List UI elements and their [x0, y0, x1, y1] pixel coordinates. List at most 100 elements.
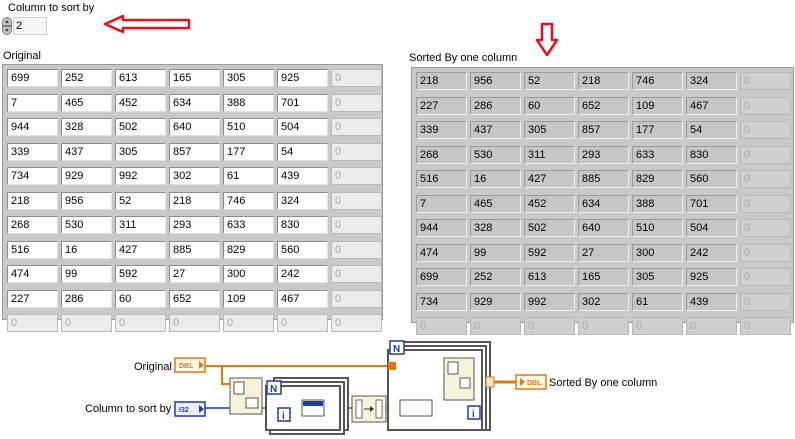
array-cell[interactable]: 613	[115, 69, 166, 87]
array-cell[interactable]: 0	[331, 142, 382, 161]
array-cell[interactable]: 592	[115, 265, 166, 283]
array-cell[interactable]: 652	[578, 96, 629, 115]
array-cell[interactable]: 829	[223, 240, 274, 259]
array-cell[interactable]: 293	[169, 216, 220, 234]
array-cell[interactable]: 0	[331, 167, 382, 185]
array-cell[interactable]: 0	[331, 93, 382, 112]
array-cell[interactable]: 439	[686, 292, 737, 311]
increment-arrow-icon[interactable]	[2, 17, 12, 26]
array-cell[interactable]: 305	[223, 69, 274, 87]
array-cell[interactable]: 530	[61, 216, 112, 234]
array-cell[interactable]: 252	[470, 268, 521, 286]
array-cell[interactable]: 0	[277, 314, 328, 332]
array-cell[interactable]: 339	[7, 142, 58, 161]
array-cell[interactable]: 305	[115, 142, 166, 161]
array-cell[interactable]: 311	[115, 216, 166, 234]
array-cell[interactable]: 746	[223, 191, 274, 210]
array-cell[interactable]: 0	[223, 314, 274, 332]
array-cell[interactable]: 992	[524, 292, 575, 311]
array-cell[interactable]: 165	[578, 268, 629, 286]
array-cell[interactable]: 0	[7, 314, 58, 332]
array-cell[interactable]: 302	[578, 292, 629, 311]
array-cell[interactable]: 218	[578, 72, 629, 90]
array-cell[interactable]: 956	[470, 72, 521, 90]
array-cell[interactable]: 452	[115, 93, 166, 112]
array-cell[interactable]: 0	[578, 317, 629, 335]
array-cell[interactable]: 885	[578, 170, 629, 188]
array-cell[interactable]: 388	[632, 194, 683, 213]
array-cell[interactable]: 218	[416, 72, 467, 90]
array-cell[interactable]: 510	[223, 118, 274, 136]
array-cell[interactable]: 701	[686, 194, 737, 213]
array-cell[interactable]: 0	[740, 72, 791, 90]
array-cell[interactable]: 242	[686, 243, 737, 262]
array-cell[interactable]: 61	[223, 167, 274, 185]
array-cell[interactable]: 0	[740, 268, 791, 286]
array-cell[interactable]: 634	[578, 194, 629, 213]
array-cell[interactable]: 439	[277, 167, 328, 185]
array-cell[interactable]: 592	[524, 243, 575, 262]
array-cell[interactable]: 452	[524, 194, 575, 213]
array-cell[interactable]: 252	[61, 69, 112, 87]
array-cell[interactable]: 701	[277, 93, 328, 112]
array-cell[interactable]: 227	[7, 289, 58, 308]
array-cell[interactable]: 885	[169, 240, 220, 259]
array-cell[interactable]: 746	[632, 72, 683, 90]
array-cell[interactable]: 0	[331, 69, 382, 87]
array-cell[interactable]: 992	[115, 167, 166, 185]
array-cell[interactable]: 339	[416, 121, 467, 139]
array-cell[interactable]: 634	[169, 93, 220, 112]
array-cell[interactable]: 218	[7, 191, 58, 210]
array-cell[interactable]: 305	[524, 121, 575, 139]
decrement-arrow-icon[interactable]	[2, 26, 12, 35]
array-cell[interactable]: 0	[740, 96, 791, 115]
array-cell[interactable]: 302	[169, 167, 220, 185]
array-cell[interactable]: 0	[686, 317, 737, 335]
array-cell[interactable]: 0	[740, 145, 791, 164]
array-cell[interactable]: 633	[223, 216, 274, 234]
array-cell[interactable]: 388	[223, 93, 274, 112]
array-cell[interactable]: 857	[578, 121, 629, 139]
array-cell[interactable]: 925	[277, 69, 328, 87]
array-cell[interactable]: 0	[740, 317, 791, 335]
array-cell[interactable]: 437	[470, 121, 521, 139]
array-cell[interactable]: 944	[7, 118, 58, 136]
array-cell[interactable]: 52	[115, 191, 166, 210]
array-cell[interactable]: 286	[470, 96, 521, 115]
array-cell[interactable]: 109	[223, 289, 274, 308]
array-cell[interactable]: 956	[61, 191, 112, 210]
array-cell[interactable]: 54	[277, 142, 328, 161]
array-cell[interactable]: 99	[470, 243, 521, 262]
array-cell[interactable]: 0	[331, 240, 382, 259]
array-cell[interactable]: 516	[416, 170, 467, 188]
array-cell[interactable]: 7	[7, 93, 58, 112]
column-to-sort-control[interactable]: 2	[2, 17, 48, 35]
array-cell[interactable]: 286	[61, 289, 112, 308]
array-cell[interactable]: 54	[686, 121, 737, 139]
array-cell[interactable]: 0	[416, 317, 467, 335]
increment-decrement-spinner[interactable]	[2, 17, 12, 35]
array-cell[interactable]: 300	[632, 243, 683, 262]
array-cell[interactable]: 829	[632, 170, 683, 188]
array-cell[interactable]: 60	[524, 96, 575, 115]
array-cell[interactable]: 560	[277, 240, 328, 259]
array-cell[interactable]: 16	[470, 170, 521, 188]
array-cell[interactable]: 324	[277, 191, 328, 210]
array-cell[interactable]: 60	[115, 289, 166, 308]
array-cell[interactable]: 177	[223, 142, 274, 161]
array-cell[interactable]: 0	[632, 317, 683, 335]
array-cell[interactable]: 944	[416, 219, 467, 237]
array-cell[interactable]: 734	[416, 292, 467, 311]
array-cell[interactable]: 0	[740, 170, 791, 188]
array-cell[interactable]: 268	[416, 145, 467, 164]
array-cell[interactable]: 830	[686, 145, 737, 164]
array-cell[interactable]: 0	[331, 289, 382, 308]
array-cell[interactable]: 16	[61, 240, 112, 259]
array-cell[interactable]: 7	[416, 194, 467, 213]
array-cell[interactable]: 311	[524, 145, 575, 164]
array-cell[interactable]: 109	[632, 96, 683, 115]
array-cell[interactable]: 437	[61, 142, 112, 161]
array-cell[interactable]: 516	[7, 240, 58, 259]
